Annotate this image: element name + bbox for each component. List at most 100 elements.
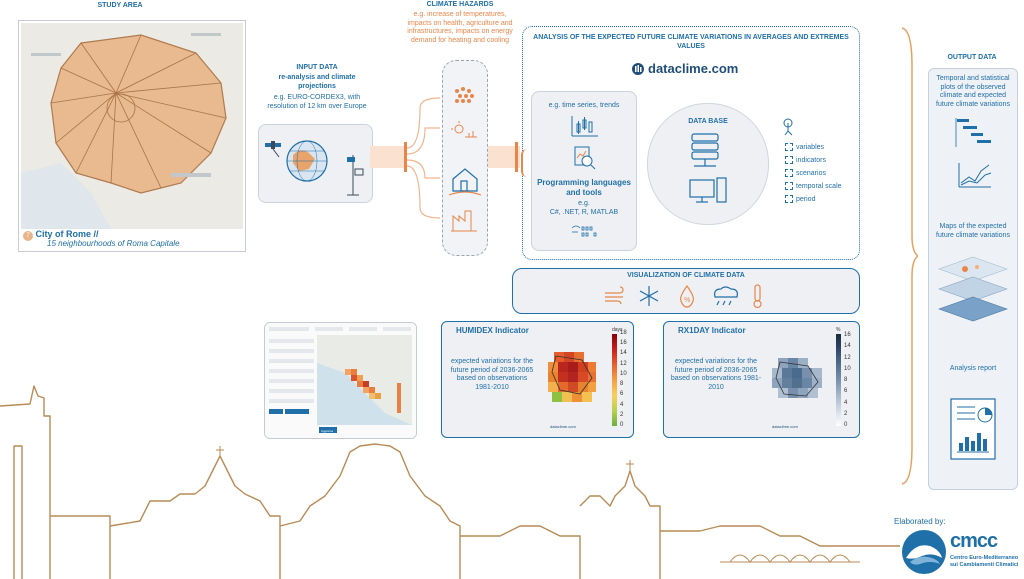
climate-icons: %: [605, 284, 762, 309]
humidex-title: HUMIDEX Indicator: [456, 326, 529, 335]
dataclime-logo-icon: [632, 62, 644, 75]
satellite-globe-station-icon: [265, 140, 364, 196]
colorbar-tick: 2: [620, 411, 624, 418]
colorbar-tick: 6: [844, 388, 848, 395]
city-subtitle: 15 neighbourhoods of Roma Capitale: [47, 239, 180, 248]
rx1day-panel: RX1DAY Indicator expected variations for…: [663, 321, 860, 438]
colorbar-tick: 8: [844, 377, 848, 383]
city-number-badge: 7: [23, 231, 33, 241]
database-circle: DATA BASE: [647, 103, 769, 225]
output-title: OUTPUT DATA: [947, 54, 997, 61]
visualization-bar: VISUALIZATION OF CLIMATE DATA %: [512, 268, 860, 314]
colorbar-tick: 18: [620, 330, 627, 336]
humidex-brand: dataclime.com: [550, 424, 576, 429]
rx1day-brand: dataclime.com: [772, 424, 798, 429]
example-text: e.g. time series, trends: [548, 102, 620, 109]
rain-cloud-icon: [714, 286, 738, 306]
prog-eg: e.g.: [578, 200, 590, 207]
app-screenshot-graphic: [265, 323, 416, 438]
hazards-title: CLIMATE HAZARDS: [426, 1, 494, 8]
input-desc: e.g. EURO-CORDEX3, with resolution of 12…: [267, 94, 367, 110]
cmcc-logo: cmcc Centro Euro-Mediterraneo sui Cambia…: [900, 528, 1024, 576]
dataclime-brand: dataclime.com: [648, 61, 739, 76]
colorbar-tick: 0: [844, 422, 848, 428]
rx1day-title: RX1DAY Indicator: [678, 326, 746, 335]
checklist-item[interactable]: temporal scale: [785, 180, 842, 193]
checklist-item[interactable]: scenarios: [785, 167, 842, 180]
humidex-panel: HUMIDEX Indicator expected variations fo…: [441, 321, 634, 438]
colorbar-tick: 8: [620, 381, 624, 388]
cmcc-wordmark: cmcc: [950, 530, 998, 552]
humidex-map: [548, 352, 596, 402]
colorbar-tick: 10: [844, 365, 851, 372]
cmcc-org-line2: sui Cambiamenti Climatici: [950, 562, 1019, 568]
colorbar-tick: 16: [844, 332, 851, 338]
prog-list: C#, .NET, R, MATLAB: [549, 209, 619, 216]
checkbox-icon: [785, 169, 793, 178]
analysis-title: ANALYSIS OF THE EXPECTED FUTURE CLIMATE …: [533, 34, 849, 50]
checkbox-icon: [785, 182, 793, 191]
output-panel: Temporal and statistical plots of the ob…: [928, 68, 1018, 490]
analysis-connector-left: [521, 149, 529, 177]
touch-icon: [783, 118, 793, 136]
candlestick-chart-icon: [571, 116, 598, 137]
colorbar-tick: 14: [844, 343, 851, 350]
colorbar-tick: 12: [844, 354, 851, 361]
hazards-column: [442, 60, 488, 256]
checklist-item[interactable]: period: [785, 193, 842, 206]
hazards-desc: e.g. increase of temperatures, impacts o…: [407, 11, 513, 44]
colorbar-tick: 10: [620, 370, 627, 377]
gantt-chart-icon: [955, 118, 991, 147]
thermometer-icon: [753, 284, 762, 309]
tools-box: e.g. time series, trends Programming lan…: [531, 91, 637, 251]
visualization-title: VISUALIZATION OF CLIMATE DATA: [627, 272, 745, 279]
db-title: DATA BASE: [688, 118, 728, 125]
input-title: INPUT DATA: [296, 64, 338, 71]
rx1day-ticks: 16 14 12 10 8 6 4 2 0: [844, 332, 856, 430]
server-computer-icon: [689, 133, 727, 203]
humidex-unit: days: [612, 327, 623, 333]
connector-lines: [370, 97, 520, 219]
checklist-item[interactable]: variables: [785, 141, 842, 154]
analysis-panel: ANALYSIS OF THE EXPECTED FUTURE CLIMATE …: [521, 26, 860, 260]
cmcc-wave-icon: [902, 530, 946, 574]
humidity-drop-icon: %: [680, 284, 694, 308]
humidex-colorbar: [612, 334, 617, 426]
trend-lines-icon: [958, 163, 992, 188]
colorbar-tick: 2: [844, 410, 848, 417]
output-item-2: Maps of the expected future climate vari…: [936, 223, 1010, 239]
checklist-item[interactable]: indicators: [785, 154, 842, 167]
output-item-1: Temporal and statistical plots of the ob…: [936, 75, 1010, 108]
code-icon: [571, 225, 597, 237]
rx1day-colorbar: [836, 334, 841, 426]
dataclime-logo: dataclime.com: [631, 61, 738, 76]
checklist: variables indicators scenarios temporal …: [785, 141, 842, 206]
magnifier-chart-icon: [574, 146, 596, 170]
colorbar-tick: 4: [620, 401, 624, 408]
rx1day-map: [772, 358, 822, 398]
colorbar-tick: 4: [844, 399, 848, 406]
report-icon: [950, 398, 996, 460]
app-update-button[interactable]: Aggiorna: [321, 429, 334, 433]
app-screenshot: Aggiorna: [264, 322, 417, 439]
humidex-desc: expected variations for the future perio…: [450, 358, 534, 391]
sun-field-icon: [451, 121, 477, 138]
checkbox-icon: [785, 143, 793, 152]
output-item-3: Analysis report: [949, 365, 997, 372]
prog-title: Programming languages and tools: [537, 178, 631, 197]
city-name: City of Rome: [35, 229, 92, 239]
cmcc-org-line1: Centro Euro-Mediterraneo: [950, 555, 1019, 561]
heat-grid-icon: [455, 87, 474, 103]
svg-text:%: %: [684, 297, 690, 304]
colorbar-tick: 14: [620, 350, 627, 357]
wind-icon: [605, 286, 624, 305]
rome-map[interactable]: [21, 23, 243, 229]
stacked-maps-icon: [938, 256, 1008, 322]
input-subtitle: re-analysis and climate projections: [278, 74, 356, 90]
factory-icon: [451, 210, 477, 232]
rome-skyline: [0, 385, 900, 579]
output-bracket: [901, 27, 918, 485]
checkbox-icon: [785, 195, 793, 204]
hazards-icons: [448, 87, 482, 232]
